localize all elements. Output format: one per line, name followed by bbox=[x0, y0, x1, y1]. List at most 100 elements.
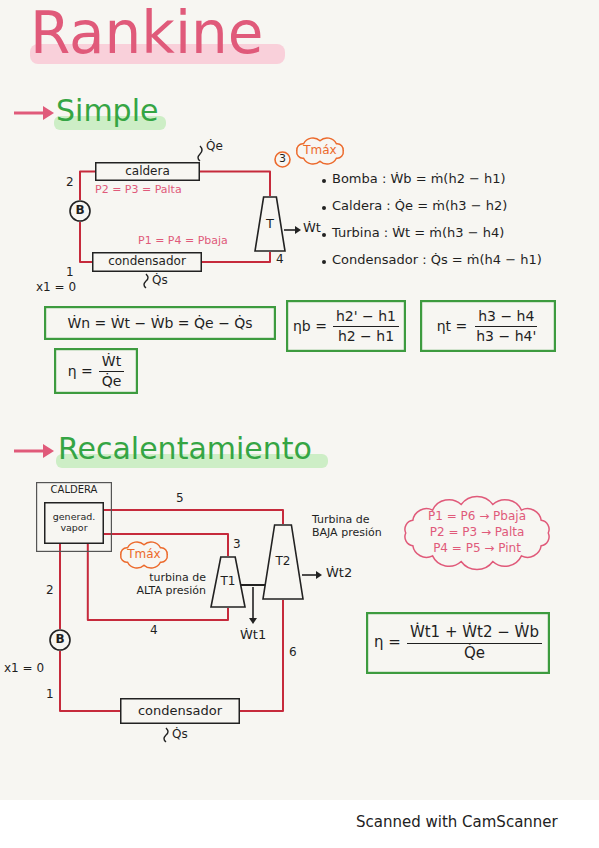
turbine-outline bbox=[211, 557, 245, 607]
node-text: T2 bbox=[276, 555, 291, 569]
result-box-outline bbox=[421, 301, 555, 351]
pipe-connector bbox=[202, 252, 270, 262]
heat-label: Q̇s bbox=[152, 274, 168, 288]
pipe-connector bbox=[88, 544, 228, 620]
pressure-note: P1 = P4 = Pbaja bbox=[138, 235, 228, 248]
turbine-outline bbox=[255, 197, 285, 251]
pressure-note: P2 = P3 = Palta bbox=[95, 184, 182, 197]
low-pressure-turbine: T2 bbox=[262, 524, 304, 600]
turbine-symbol: T bbox=[254, 196, 286, 252]
circle-outline bbox=[70, 201, 90, 221]
pump-circle: B bbox=[69, 200, 91, 222]
state-number: 3 bbox=[233, 538, 241, 552]
node-text: 3 bbox=[279, 153, 286, 166]
work-label: Ẇt bbox=[303, 221, 321, 236]
box-outline bbox=[93, 253, 202, 272]
fraction-lead: η = bbox=[68, 363, 93, 379]
box-outline bbox=[96, 163, 200, 181]
pipe-connector bbox=[200, 172, 270, 197]
node-text: P1 = P6 → Pbaja bbox=[428, 510, 526, 524]
result-box-outline bbox=[45, 307, 275, 339]
equation: Bomba : Ẇb = ṁ(h2 − h1) bbox=[332, 172, 506, 187]
section-arrow-head bbox=[43, 444, 54, 458]
fraction: h3 − h4h3 − h4' bbox=[473, 308, 539, 343]
pipe-connector bbox=[240, 600, 283, 711]
section-arrow bbox=[14, 112, 44, 115]
fraction-denominator: h3 − h4' bbox=[473, 327, 539, 344]
section-arrow bbox=[14, 450, 44, 453]
boiler-box: caldera bbox=[95, 162, 200, 181]
scanner-watermark: Scanned with CamScanner bbox=[356, 814, 558, 831]
heat-symbol bbox=[198, 146, 202, 161]
cloud-outline bbox=[121, 542, 168, 568]
heat-label: Q̇s bbox=[172, 728, 188, 742]
box-outline bbox=[121, 699, 240, 724]
pipe-connector bbox=[80, 172, 95, 201]
fraction-denominator: h2 − h1 bbox=[335, 327, 397, 344]
node-text: Tmáx bbox=[127, 548, 160, 562]
tmax-cloud: Tmáx bbox=[116, 540, 172, 570]
turbine-name: Turbina de BAJA presión bbox=[312, 514, 388, 539]
section-heading: Recalentamiento bbox=[58, 432, 312, 467]
bullet-dot bbox=[322, 179, 326, 183]
quality-note: x1 = 0 bbox=[4, 662, 44, 676]
fraction-denominator: Q̇e bbox=[461, 644, 488, 662]
heat-symbol bbox=[144, 274, 148, 288]
pump-circle: B bbox=[49, 629, 71, 651]
node-text: B bbox=[55, 633, 64, 647]
fraction-numerator: h2' − h1 bbox=[333, 308, 399, 326]
housing-outline bbox=[37, 483, 112, 552]
cloud-outline bbox=[297, 138, 344, 164]
heat-label: Q̇e bbox=[206, 140, 223, 154]
work-arrow bbox=[252, 587, 254, 618]
pipe-connector bbox=[104, 510, 283, 524]
node-text: condensador bbox=[108, 255, 186, 269]
section-heading: Simple bbox=[56, 94, 158, 129]
fraction-denominator: Q̇e bbox=[99, 372, 125, 389]
turbine-shaft bbox=[240, 584, 266, 586]
state-number-circle: 3 bbox=[274, 151, 291, 168]
work-arrow-head bbox=[316, 571, 322, 579]
result-box-outline bbox=[55, 349, 137, 393]
bullet-dot bbox=[322, 233, 326, 237]
fraction-numerator: Ẇt bbox=[99, 353, 124, 371]
equation: Caldera : Q̇e = ṁ(h3 − h2) bbox=[332, 199, 507, 214]
fraction-numerator: h3 − h4 bbox=[475, 308, 537, 326]
heat-symbol bbox=[164, 728, 168, 742]
node-text: T1 bbox=[221, 575, 236, 589]
quality-note: x1 = 0 bbox=[36, 281, 76, 295]
work-arrow-head bbox=[295, 226, 301, 234]
circle-outline bbox=[275, 152, 290, 167]
work-label: Ẇt2 bbox=[326, 566, 352, 581]
node-text: B bbox=[75, 204, 84, 218]
equation: Condensador : Q̇s = ṁ(h4 − h1) bbox=[332, 253, 542, 268]
state-number: 1 bbox=[66, 266, 74, 280]
work-arrow-head bbox=[249, 618, 257, 624]
state-number: 2 bbox=[46, 584, 54, 598]
result-box-outline bbox=[287, 301, 405, 351]
cloud-outline bbox=[405, 496, 549, 569]
condenser-box: condensador bbox=[92, 252, 202, 272]
pipe-connector bbox=[60, 651, 120, 711]
turbine-name: turbina de ALTA presión bbox=[126, 572, 206, 597]
state-number: 2 bbox=[66, 176, 74, 190]
steam-generator-box: generad. vapor bbox=[44, 502, 104, 544]
fraction-lead: ηt = bbox=[437, 318, 468, 334]
state-number: 6 bbox=[289, 646, 297, 660]
bullet-dot bbox=[322, 206, 326, 210]
turbine-outline bbox=[263, 525, 303, 599]
fraction-lead: η = bbox=[374, 634, 401, 651]
high-pressure-turbine: T1 bbox=[210, 556, 246, 608]
fraction: Ẇt1 + Ẇt2 − ẆbQ̇e bbox=[407, 624, 542, 662]
box-outline bbox=[45, 503, 104, 544]
tmax-cloud: Tmáx bbox=[292, 136, 348, 166]
circle-outline bbox=[50, 630, 70, 650]
pipe-connector bbox=[80, 222, 92, 262]
work-arrow bbox=[302, 574, 316, 576]
state-number: 4 bbox=[150, 624, 158, 638]
section-arrow-head bbox=[43, 106, 54, 120]
state-number: 4 bbox=[276, 253, 284, 267]
pump-efficiency-box: ηb =h2' − h1h2 − h1 bbox=[286, 300, 406, 352]
reheat-efficiency-box: η = Ẇt1 + Ẇt2 − ẆbQ̇e bbox=[366, 612, 550, 674]
